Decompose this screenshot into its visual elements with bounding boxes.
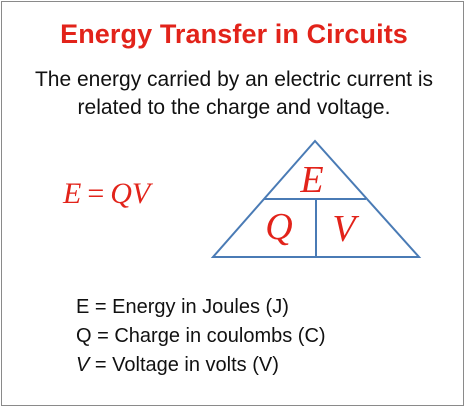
legend-row-voltage: V = Voltage in volts (V) xyxy=(76,352,279,378)
formula-lhs: E xyxy=(63,177,82,210)
legend-text: = Voltage in volts (V) xyxy=(89,354,279,376)
intro-line-2: related to the charge and voltage. xyxy=(77,96,391,119)
energy-formula: E=QV xyxy=(63,176,150,212)
legend-row-energy: E = Energy in Joules (J) xyxy=(76,294,289,320)
legend-text: = Energy in Joules (J) xyxy=(89,296,289,318)
triangle-label-energy: E xyxy=(300,159,324,201)
page-title: Energy Transfer in Circuits xyxy=(60,19,408,49)
legend-row-charge: Q = Charge in coulombs (C) xyxy=(76,323,326,349)
intro-line-1: The energy carried by an electric curren… xyxy=(34,68,433,91)
legend-symbol: E xyxy=(76,296,90,318)
triangle-label-voltage: V xyxy=(332,208,356,250)
formula-rhs: QV xyxy=(110,177,151,210)
legend-symbol: Q xyxy=(76,325,92,347)
formula-equals: = xyxy=(87,177,105,210)
legend-symbol: V xyxy=(76,354,90,376)
legend-text: = Charge in coulombs (C) xyxy=(91,325,326,347)
card-frame xyxy=(1,1,464,406)
triangle-label-charge: Q xyxy=(265,206,293,248)
